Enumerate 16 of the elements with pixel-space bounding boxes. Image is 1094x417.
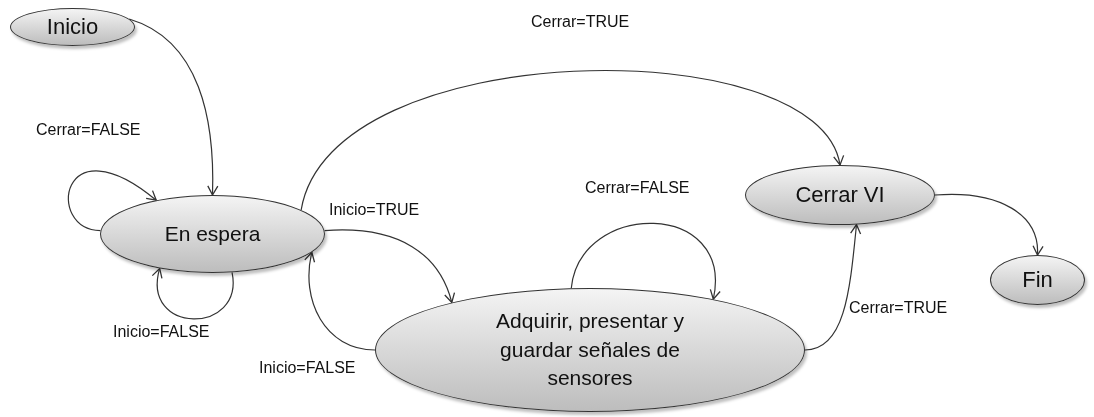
- arrow: [152, 267, 234, 320]
- state-ellipse: [990, 255, 1085, 305]
- state-ellipse: [10, 8, 135, 46]
- arrow: [68, 170, 157, 232]
- arrow: [570, 222, 720, 300]
- state-label: Fin: [1022, 266, 1053, 295]
- arrow: [934, 193, 1043, 256]
- arrow: [323, 229, 455, 304]
- state-label: En espera: [164, 220, 261, 247]
- state-label: Adquirir, presentar y guardar señales de sensores: [495, 308, 685, 392]
- arrow: [304, 251, 376, 351]
- arrow: [300, 70, 842, 211]
- state-label: Cerrar VI: [795, 181, 885, 210]
- arrow: [804, 223, 862, 351]
- arrow: [128, 18, 219, 196]
- state-label: Inicio: [46, 13, 99, 42]
